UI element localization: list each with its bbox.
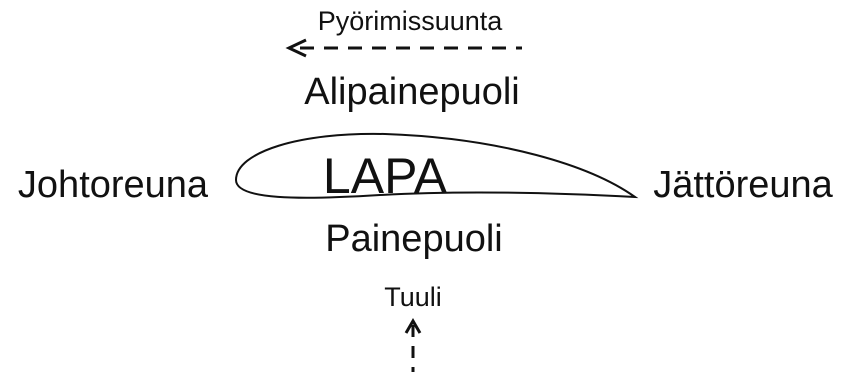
rotation-direction-arrow [285,38,522,58]
wind-label: Tuuli [384,282,442,312]
suction-side-label: Alipainepuoli [304,71,520,113]
trailing-edge-label: Jättöreuna [653,164,833,206]
blade-label: LAPA [323,148,448,204]
leading-edge-label: Johtoreuna [18,164,209,206]
pressure-side-label: Painepuoli [325,218,502,260]
wind-direction-arrow [404,318,422,372]
rotation-direction-label: Pyörimissuunta [318,6,504,36]
airfoil-blade-outline [234,132,639,199]
